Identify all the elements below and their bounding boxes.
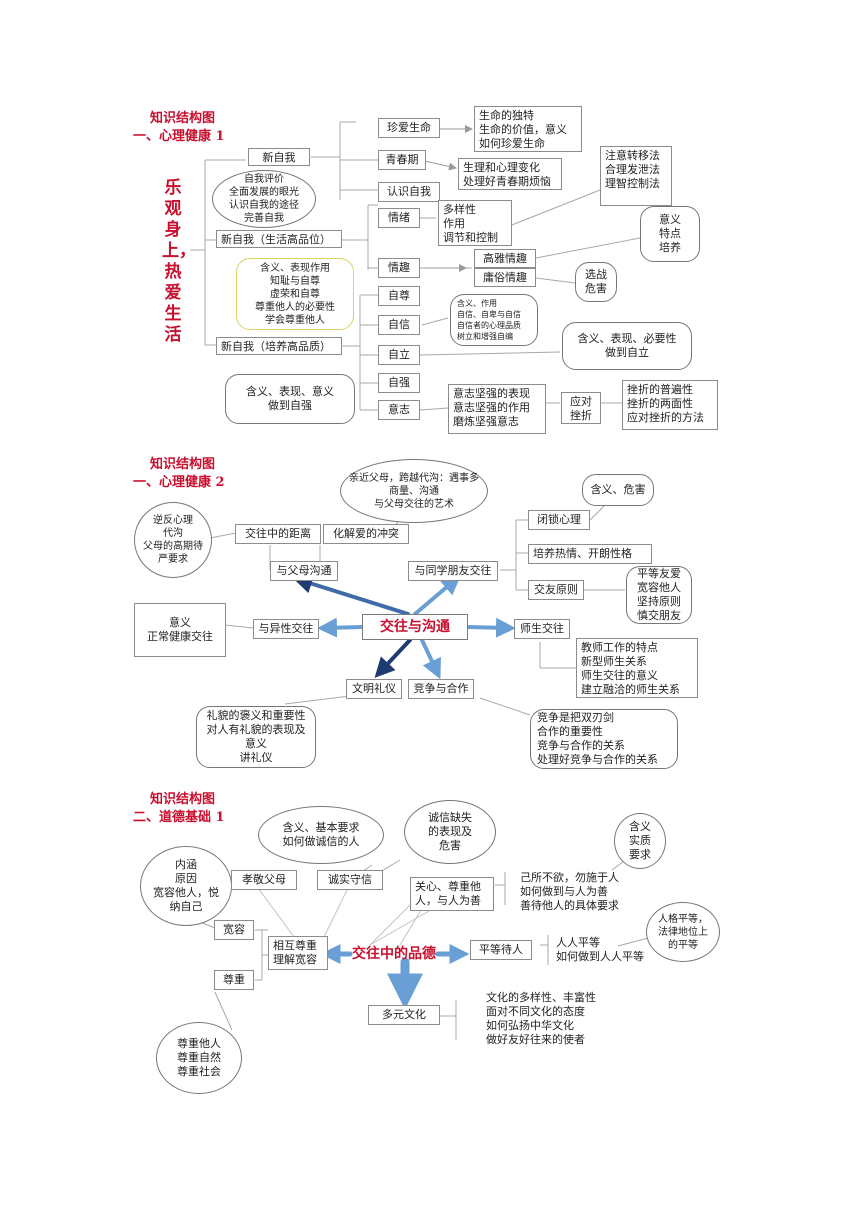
s3-zunzhong: 尊重	[214, 970, 254, 990]
s3-xiaojing: 孝敬父母	[231, 870, 297, 890]
s3-pingdeng: 平等待人	[470, 940, 532, 960]
s1-ziqiang-detail: 含义、表现、意义 做到自强	[225, 374, 355, 424]
s3-zunzhong-oval: 尊重他人 尊重自然 尊重社会	[156, 1022, 242, 1094]
s2-tongxue: 与同学朋友交往	[408, 561, 498, 581]
s1-zixin-detail: 含义、作用 自信、自卑与自信 自信者的心理品质 树立和增强自编	[450, 294, 538, 346]
s1-yizhi: 意志	[378, 400, 420, 420]
s3-queshi-oval: 诚信缺失 的表现及 危害	[404, 800, 496, 864]
s2-bisuo: 闭锁心理	[528, 510, 590, 530]
s1-yizhi-detail: 意志坚强的表现 意志坚强的作用 磨炼坚强意志	[448, 384, 546, 434]
s2-yixing-bubble: 意义 正常健康交往	[134, 603, 226, 657]
s2-peiyang: 培养热情、开朗性格	[528, 544, 652, 564]
s3-duoyuan: 多元文化	[368, 1005, 440, 1025]
s1-tiaozhan-bubble: 选战 危害	[575, 262, 617, 302]
s1-slogan: 乐观身上，热爱生活	[162, 178, 196, 345]
s2-liyi-detail: 礼貌的褒义和重要性 对人有礼貌的表现及意义 讲礼仪	[196, 706, 316, 768]
s2-jingzheng-detail: 竞争是把双刃剑 合作的重要性 竞争与合作的关系 处理好竞争与合作的关系	[530, 709, 678, 769]
s1-zizun-oval: 含义、表现作用 知耻与自尊 虚荣和自尊 尊重他人的必要性 学会尊重他人	[236, 258, 354, 330]
s1-heading1: 知识结构图	[150, 111, 216, 126]
s1-yongsu: 庸俗情趣	[474, 268, 536, 287]
s1-gaopinwei: 新自我（生活高品位）	[216, 230, 342, 248]
s1-cuozhe-detail: 挫折的普遍性 挫折的两面性 应对挫折的方法	[622, 380, 718, 430]
s3-chengxin-oval: 含义、基本要求 如何做诚信的人	[258, 806, 384, 864]
s3-heading2: 二、道德基础 1	[133, 810, 225, 825]
s2-daigou-oval: 亲近父母，跨越代沟：遇事多商量、沟通 与父母交往的艺术	[340, 459, 488, 523]
s3-shanyi-detail: 己所不欲，勿施于人 如何做到与人为善 善待他人的具体要求	[520, 871, 619, 912]
s1-qingxu-detail: 多样性 作用 调节和控制	[438, 200, 512, 246]
s2-heading2: 一、心理健康 2	[133, 475, 225, 490]
s1-xinziwo: 新自我	[248, 148, 310, 166]
s2-shisheng-detail: 教师工作的特点 新型师生关系 师生交往的意义 建立融洽的师生关系	[576, 638, 698, 698]
s2-hanyi-weihai: 含义、危害	[582, 474, 654, 506]
s3-guanxin: 关心、尊重他 人，与人为善	[410, 877, 494, 911]
s1-tiaojie-bubble: 注意转移法 合理发泄法 理智控制法	[600, 146, 672, 206]
s2-fumu: 与父母沟通	[270, 561, 338, 581]
s3-shizhi-oval: 含义 实质 要求	[614, 813, 666, 869]
s1-renshi: 认识自我	[378, 182, 440, 202]
s3-kuanrong: 宽容	[214, 920, 254, 940]
s3-xianghu: 相互尊重 理解宽容	[268, 936, 328, 970]
s3-wenhua-detail: 文化的多样性、丰富性 面对不同文化的态度 如何弘扬中华文化 做好友好往来的使者	[486, 991, 596, 1046]
s2-jingzheng: 竞争与合作	[408, 679, 474, 699]
s1-zizun: 自尊	[378, 286, 420, 306]
s1-qingxu: 情绪	[378, 208, 420, 228]
s1-qingchun-detail: 生理和心理变化 处理好青春期烦恼	[458, 158, 562, 190]
s1-zili-detail: 含义、表现、必要性 做到自立	[562, 322, 692, 370]
s2-nifan-oval: 逆反心理 代沟 父母的高期待严要求	[134, 502, 212, 578]
s1-yingdui: 应对 挫折	[561, 392, 601, 424]
s1-gaopinzhi: 新自我（培养高品质）	[216, 337, 342, 355]
s1-zixin: 自信	[378, 315, 420, 335]
s1-heading2: 一、心理健康 1	[133, 129, 225, 144]
s2-shisheng: 师生交往	[514, 619, 570, 639]
s1-qingqu: 情趣	[378, 258, 420, 278]
s1-zhiai: 珍爱生命	[378, 118, 440, 138]
s3-hub: 交往中的品德	[352, 946, 436, 962]
s2-chongtu: 化解爱的冲突	[323, 524, 409, 544]
s3-falv-oval: 人格平等，法律地位上的平等	[646, 902, 720, 962]
s2-jiaoyou: 交友原则	[528, 580, 584, 600]
s1-yiyi-bubble: 意义 特点 培养	[640, 206, 700, 262]
s1-ziwo-oval: 自我评价 全面发展的眼光 认识自我的途径 完善自我	[212, 170, 316, 228]
s2-jiaoyou-detail: 平等友爱 宽容他人 坚持原则 慎交朋友	[626, 566, 692, 624]
s3-heading1: 知识结构图	[150, 792, 216, 807]
s3-chengxin: 诚实守信	[317, 870, 383, 890]
s1-ziqiang: 自强	[378, 373, 420, 393]
s3-pingdeng-detail: 人人平等 如何做到人人平等	[556, 936, 644, 963]
s2-yixing: 与异性交往	[253, 619, 319, 639]
s2-hub: 交往与沟通	[362, 614, 468, 640]
s1-zili: 自立	[378, 345, 420, 365]
s2-heading1: 知识结构图	[150, 457, 216, 472]
s2-wenming: 文明礼仪	[346, 679, 402, 699]
s3-neihan-oval: 内涵 原因 宽容他人，悦纳自己	[140, 846, 232, 926]
s1-gaoya: 高雅情趣	[474, 249, 536, 268]
s1-zhiai-detail: 生命的独特 生命的价值，意义 如何珍爱生命	[474, 106, 582, 152]
s1-qingchun: 青春期	[378, 150, 426, 170]
s2-juli: 交往中的距离	[235, 524, 321, 544]
